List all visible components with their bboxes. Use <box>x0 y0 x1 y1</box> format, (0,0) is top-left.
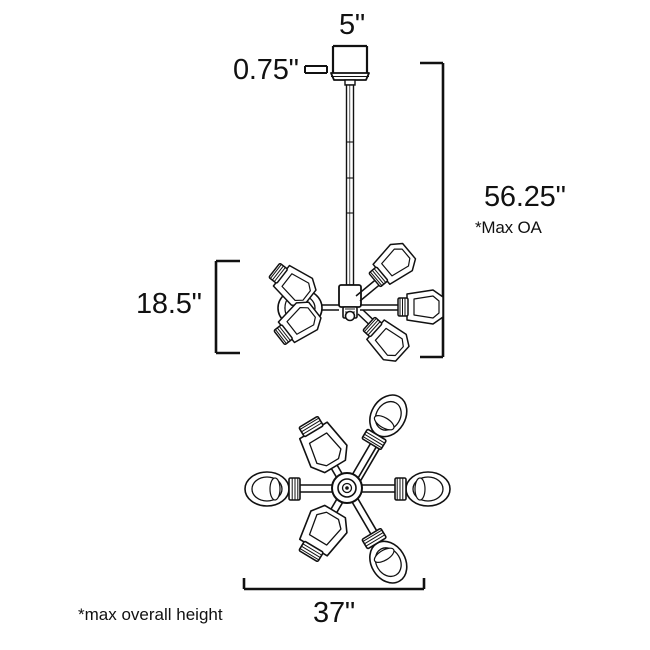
elevation-view <box>263 72 444 368</box>
dimension-label-overall-height: 56.25" <box>484 181 566 213</box>
dimension-label-canopy-thickness: 0.75" <box>233 54 299 86</box>
footnote-max-overall-height: *max overall height <box>78 605 223 624</box>
plan-view <box>244 387 451 591</box>
dimension-label-canopy-width: 5" <box>338 9 366 41</box>
center-hub-plan <box>331 472 363 504</box>
dimension-bracket-fixture-height <box>214 259 240 355</box>
dimension-label-fixture-width: 37" <box>313 597 355 629</box>
dimension-label-fixture-height: 18.5" <box>136 288 202 320</box>
dimension-bracket-fixture-width <box>242 578 426 591</box>
light-shades-elevation <box>263 237 444 368</box>
canopy <box>330 72 370 86</box>
center-hub-elevation <box>338 284 362 322</box>
downrod <box>345 84 355 286</box>
dimension-bracket-canopy-thickness <box>304 65 328 74</box>
dimension-note-max-oa: *Max OA <box>475 218 542 237</box>
dimension-bracket-canopy-width <box>331 44 369 73</box>
